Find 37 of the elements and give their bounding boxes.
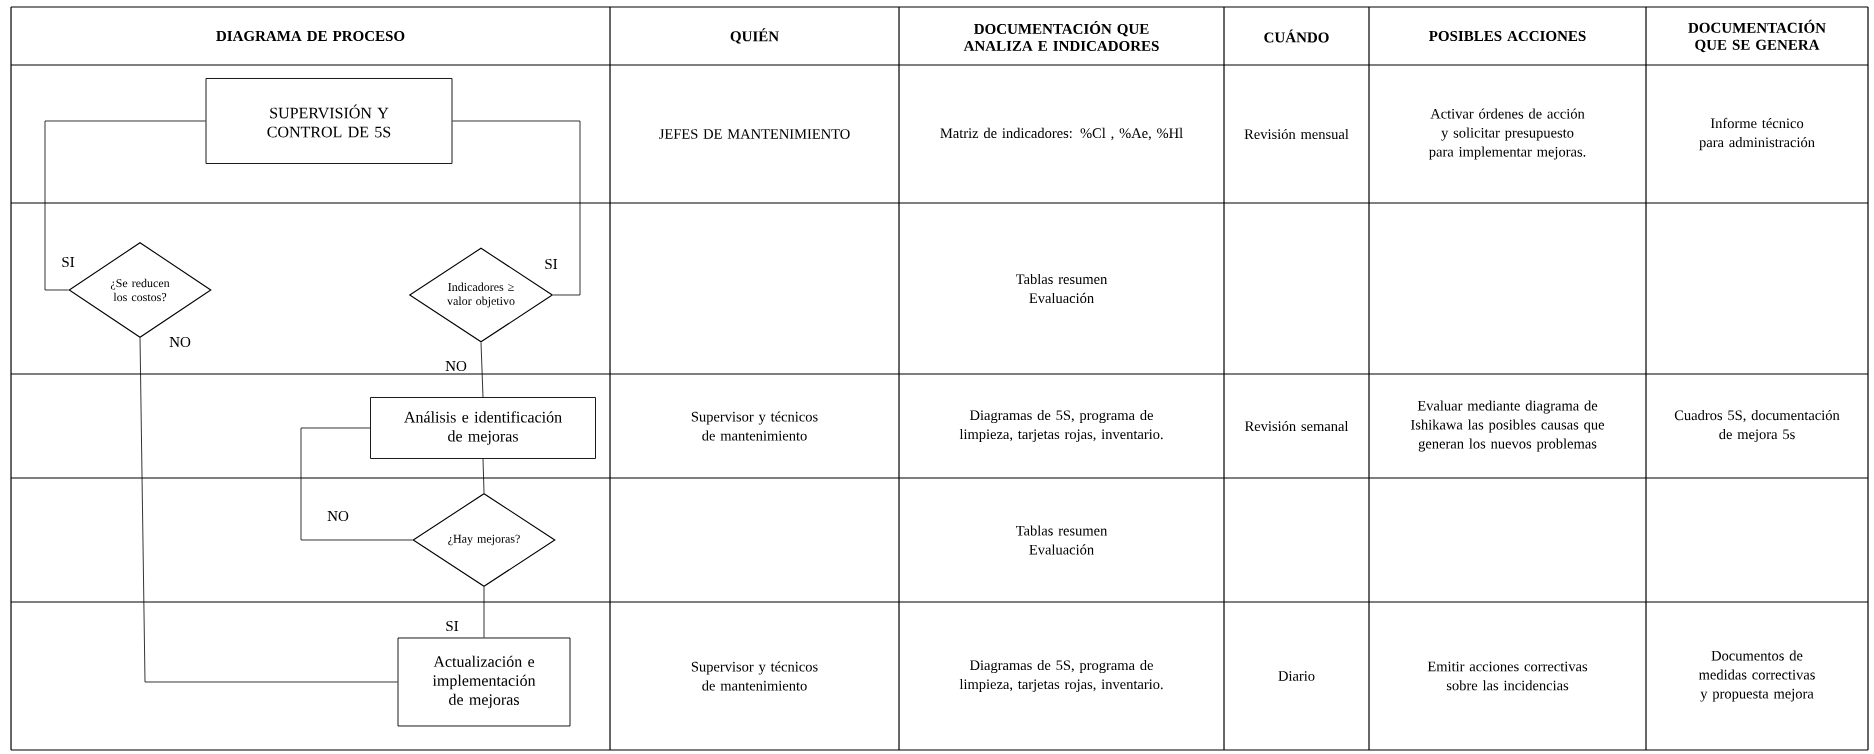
column-header: CUÁNDO [1264,29,1329,43]
connector-line [480,342,484,398]
cell-text: Tablas resumen Evaluación [1016,525,1108,555]
connector-line [483,586,485,638]
cell-text: Diario [1278,671,1315,681]
cell-text: JEFES DE MANTENIMIENTO [659,129,850,139]
connector-line [452,120,581,296]
edge-label: NO [326,509,350,523]
connector-line [482,458,485,494]
edge-label: SI [444,619,460,633]
cell-text: Emitir acciones correctivas sobre las incidencias [1427,661,1588,691]
connector-line [300,427,413,541]
column-header: POSIBLES ACCIONES [1429,30,1586,42]
cell-text: Supervisor y técnicos de mantenimiento [691,411,818,441]
connector-line [139,337,398,683]
cell-text: Supervisor y técnicos de mantenimiento [691,661,818,691]
cell-text: Tablas resumen Evaluación [1016,273,1108,304]
column-header: QUIÉN [730,28,779,44]
edge-label: NO [168,335,192,349]
cell-text: Revisión semanal [1245,420,1349,432]
cell-text: Revisión mensual [1244,128,1349,140]
edge-label: NO [444,359,468,373]
connector-line [44,120,206,291]
column-header: DIAGRAMA DE PROCESO [216,30,405,42]
cell-text: Activar órdenes de acción y solicitar presupuesto para implementar mejoras. [1429,108,1586,160]
column-header: DOCUMENTACIÓN QUE ANALIZA E INDICADORES [963,21,1159,51]
cell-text: Informe técnico para administración [1699,117,1815,151]
process-box: Actualización e implementación de mejoras [397,637,571,727]
cell-text: Diagramas de 5S, programa de limpieza, tarjetas rojas, inventario. [959,409,1163,443]
cell-text: Matriz de indicadores: %Cl , %Ae, %Hl [940,127,1183,141]
cell-text: Diagramas de 5S, programa de limpieza, tarjetas rojas, inventario. [959,659,1163,693]
cell-text: Cuadros 5S, documentación de mejora 5s [1674,409,1840,443]
cell-text: Documentos de medidas correctivas y propuesta mejora [1698,650,1815,702]
cell-text: Evaluar mediante diagrama de Ishikawa las posibles causas que generan los nuevos problemas [1411,400,1605,452]
column-header: DOCUMENTACIÓN QUE SE GENERA [1688,19,1826,53]
process-box: Análisis e identificación de mejoras [370,397,596,459]
process-box: SUPERVISIÓN Y CONTROL DE 5S [205,78,453,164]
